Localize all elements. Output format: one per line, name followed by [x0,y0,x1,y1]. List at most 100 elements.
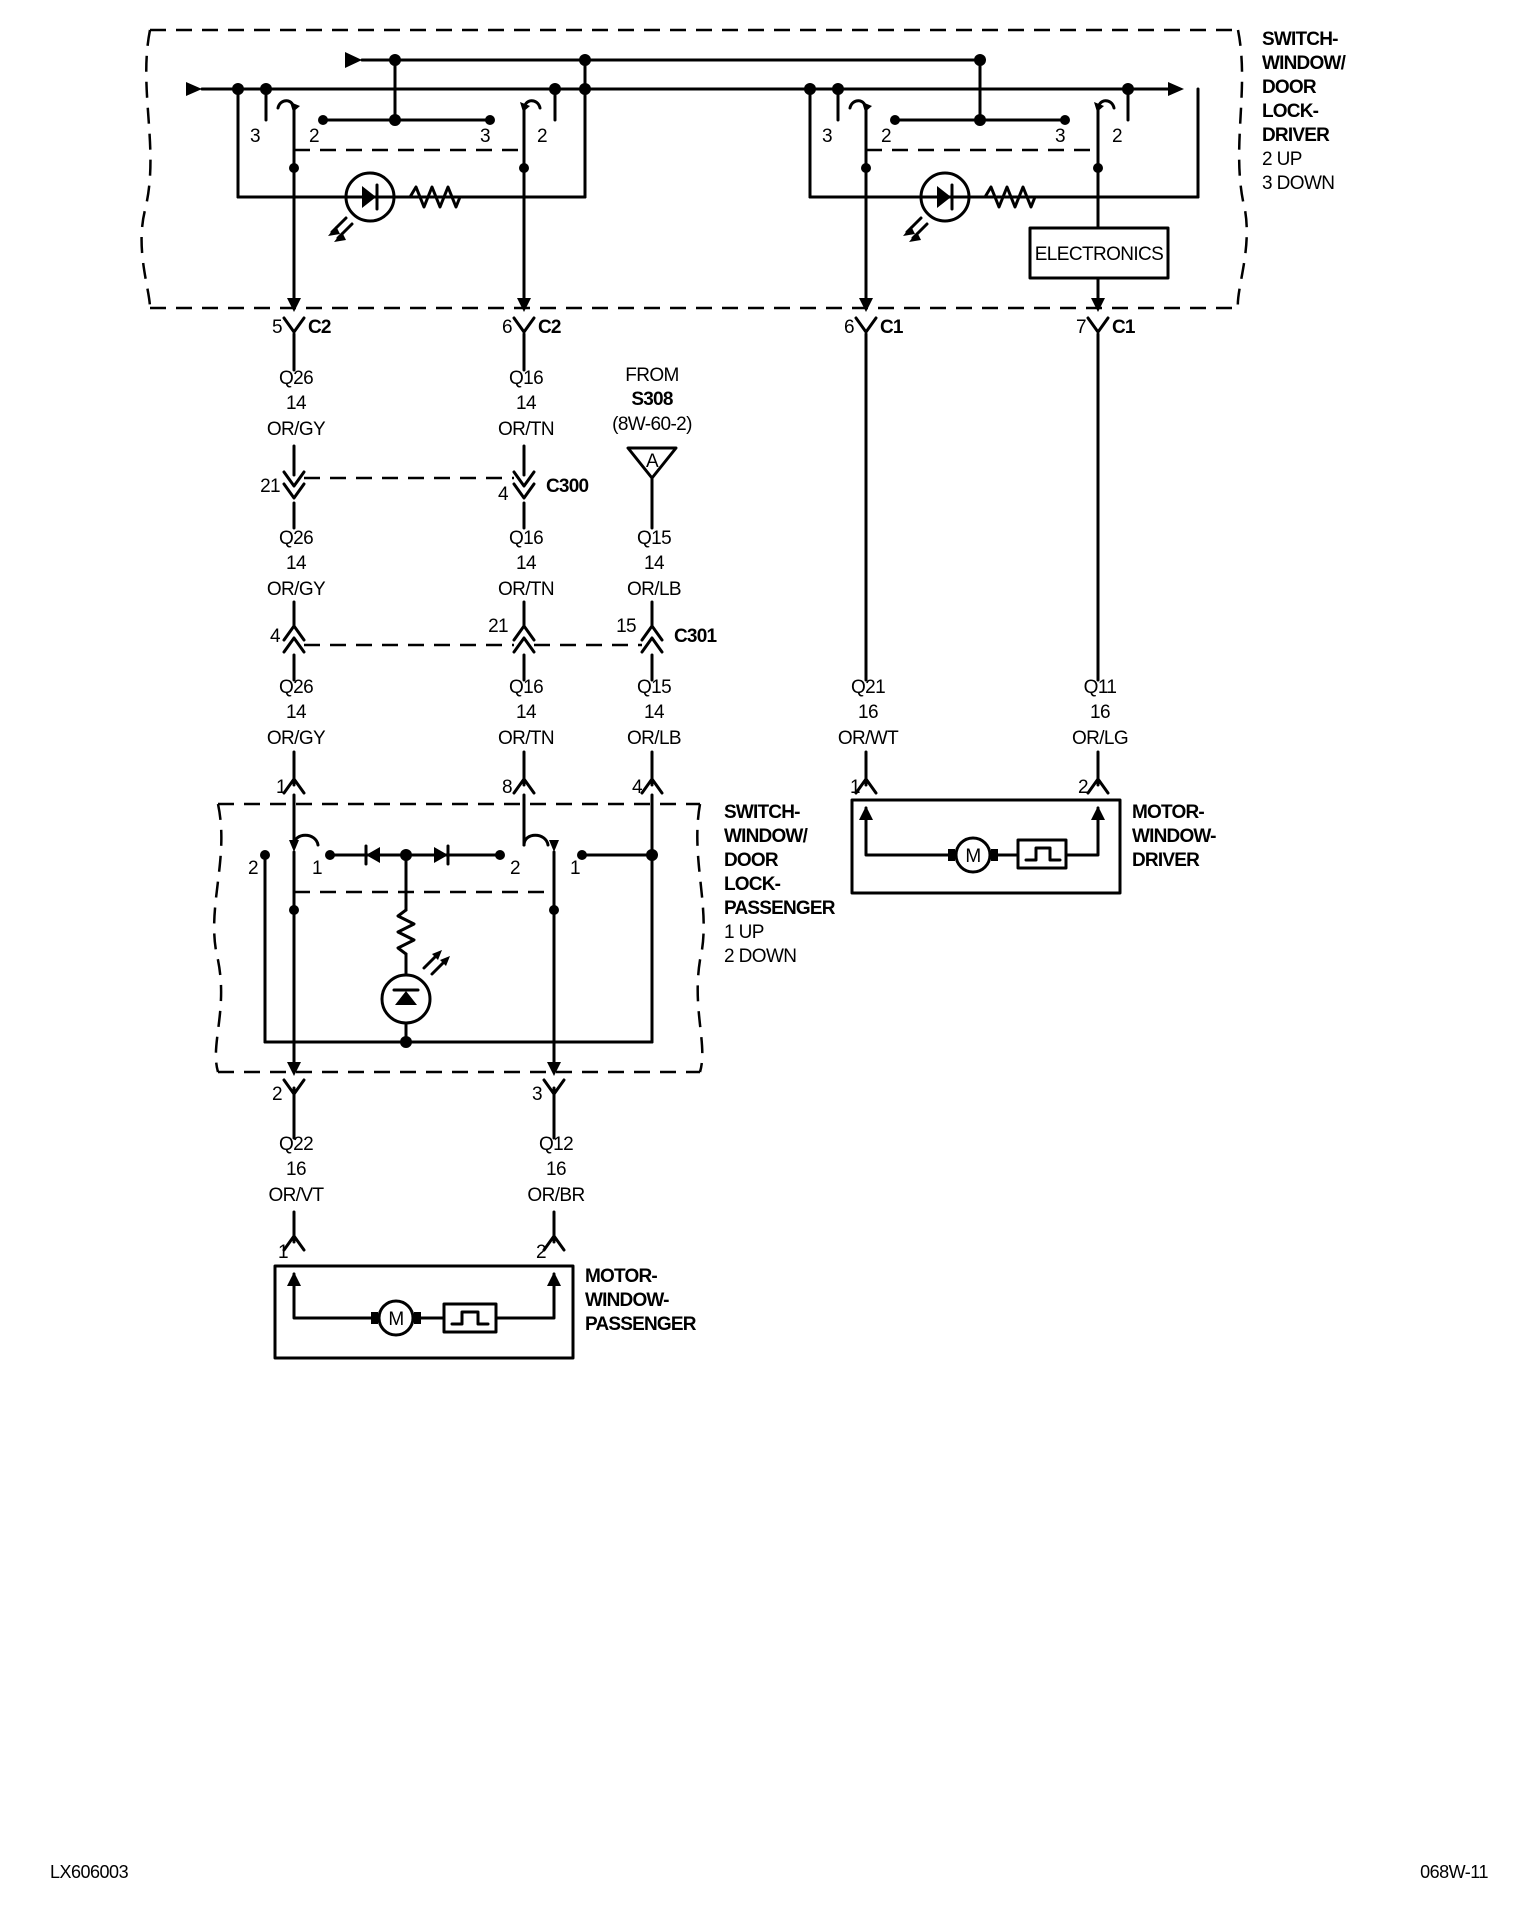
wire-label-q26: Q26 14 OR/GY [267,528,327,600]
driver-switch-contact-label: 3 [480,126,490,147]
wire-label-q11: Q11 16 OR/LG [1072,677,1129,749]
svg-text:14: 14 [516,702,537,723]
driver-switch-title: SWITCH- WINDOW/ DOOR LOCK- DRIVER 2 UP 3… [1262,29,1347,194]
svg-text:Q22: Q22 [279,1134,313,1155]
splice-ref-letter: A [646,451,659,472]
wire-label-q26: Q26 14 OR/GY [267,368,327,440]
motor-passenger-title: MOTOR- WINDOW- PASSENGER [585,1266,698,1335]
svg-text:WINDOW/: WINDOW/ [1262,53,1347,74]
passenger-switch-contact-label: 1 [570,858,580,879]
svg-text:WINDOW/: WINDOW/ [724,826,809,847]
svg-text:OR/GY: OR/GY [267,579,326,600]
svg-text:MOTOR-: MOTOR- [585,1266,657,1287]
connector-name: C2 [308,317,331,338]
svg-text:S308: S308 [631,389,672,410]
passenger-switch-circuit [260,793,658,1076]
splice-reference: A [626,446,678,480]
wire-label-q12: Q12 16 OR/BR [527,1134,585,1206]
wire-label-q16: Q16 14 OR/TN [498,368,555,440]
svg-text:SWITCH-: SWITCH- [724,802,800,823]
connector-pin: 4 [498,484,509,505]
svg-text:Q16: Q16 [509,677,543,698]
connector-name: C1 [880,317,904,338]
svg-text:14: 14 [286,393,307,414]
wire-labels: Q26 14 OR/GY Q16 14 OR/TN Q26 14 OR/GY Q… [267,368,1129,1206]
passenger-switch-contact-label: 2 [248,858,258,879]
svg-text:OR/TN: OR/TN [498,579,554,600]
svg-text:16: 16 [858,702,878,723]
svg-text:OR/TN: OR/TN [498,728,554,749]
wire-label-q16: Q16 14 OR/TN [498,677,555,749]
connector-pin: 21 [488,616,508,637]
svg-text:Q26: Q26 [279,677,313,698]
svg-text:FROM: FROM [625,365,679,386]
svg-text:14: 14 [516,393,537,414]
svg-text:16: 16 [546,1159,566,1180]
passenger-switch-enclosure [212,802,705,1074]
svg-text:PASSENGER: PASSENGER [585,1314,697,1335]
connector-pin: 4 [270,626,281,647]
motor-symbol: M [388,1309,403,1330]
svg-text:2 DOWN: 2 DOWN [724,946,796,967]
electronics-box [1028,226,1170,280]
driver-switch-contact-label: 2 [309,126,319,147]
svg-text:OR/LB: OR/LB [627,579,681,600]
svg-text:OR/GY: OR/GY [267,728,326,749]
connector-pin: 1 [278,1242,288,1263]
passenger-switch-contact-label: 2 [510,858,520,879]
from-splice-label: FROM S308 (8W-60-2) [612,365,693,435]
connector-name: C301 [674,626,717,647]
wire-label-q22: Q22 16 OR/VT [268,1134,325,1206]
driver-switch-contact-label: 3 [250,126,260,147]
svg-text:14: 14 [644,553,665,574]
driver-switch-contact-label: 3 [1055,126,1065,147]
svg-text:14: 14 [286,702,307,723]
connector-pin: 2 [1078,777,1088,798]
connector-pin: 2 [272,1084,282,1105]
driver-switch-output-arrows [287,298,1105,312]
connector-pin: 1 [276,777,286,798]
connector-name: C2 [538,317,561,338]
connector-pin: 2 [536,1242,546,1263]
diagram-code-right: 068W-11 [1420,1862,1488,1882]
wire-label-q15: Q15 14 OR/LB [627,528,682,600]
driver-switch-contact-label: 2 [881,126,891,147]
svg-text:WINDOW-: WINDOW- [1132,826,1216,847]
motor-driver-title: MOTOR- WINDOW- DRIVER [1132,802,1217,871]
wire-label-q16: Q16 14 OR/TN [498,528,555,600]
svg-text:DRIVER: DRIVER [1132,850,1200,871]
connector-labels: 5 C2 6 C2 6 C1 7 C1 21 4 C300 4 21 15 C3… [260,317,1137,1263]
wire-label-q21: Q21 16 OR/WT [838,677,900,749]
svg-text:16: 16 [286,1159,306,1180]
driver-switch-feed-bus [186,52,1184,122]
wire-label-q15: Q15 14 OR/LB [627,677,682,749]
svg-text:Q16: Q16 [509,368,543,389]
passenger-switch-contact-label: 1 [312,858,322,879]
connector-symbols [282,316,1110,1252]
connector-pin: 3 [532,1084,542,1105]
driver-switch-right-group [804,83,1200,310]
connector-pin: 15 [616,616,636,637]
diagram-code-left: LX606003 [50,1862,129,1882]
connector-pin: 6 [502,317,512,338]
svg-text:LOCK-: LOCK- [724,874,781,895]
svg-text:Q15: Q15 [637,677,671,698]
connector-name: C300 [546,476,588,497]
connector-pin: 7 [1076,317,1086,338]
svg-text:2 UP: 2 UP [1262,149,1302,170]
wire-runs [292,332,1100,1244]
connector-pin: 6 [844,317,854,338]
svg-text:Q11: Q11 [1084,677,1117,698]
svg-text:1 UP: 1 UP [724,922,764,943]
svg-text:OR/WT: OR/WT [838,728,899,749]
svg-text:OR/VT: OR/VT [268,1185,324,1206]
svg-text:WINDOW-: WINDOW- [585,1290,669,1311]
wire-label-q26: Q26 14 OR/GY [267,677,327,749]
svg-text:14: 14 [286,553,307,574]
svg-text:3 DOWN: 3 DOWN [1262,173,1334,194]
svg-text:14: 14 [516,553,537,574]
svg-text:LOCK-: LOCK- [1262,101,1319,122]
svg-text:MOTOR-: MOTOR- [1132,802,1204,823]
connector-pin: 21 [260,476,280,497]
